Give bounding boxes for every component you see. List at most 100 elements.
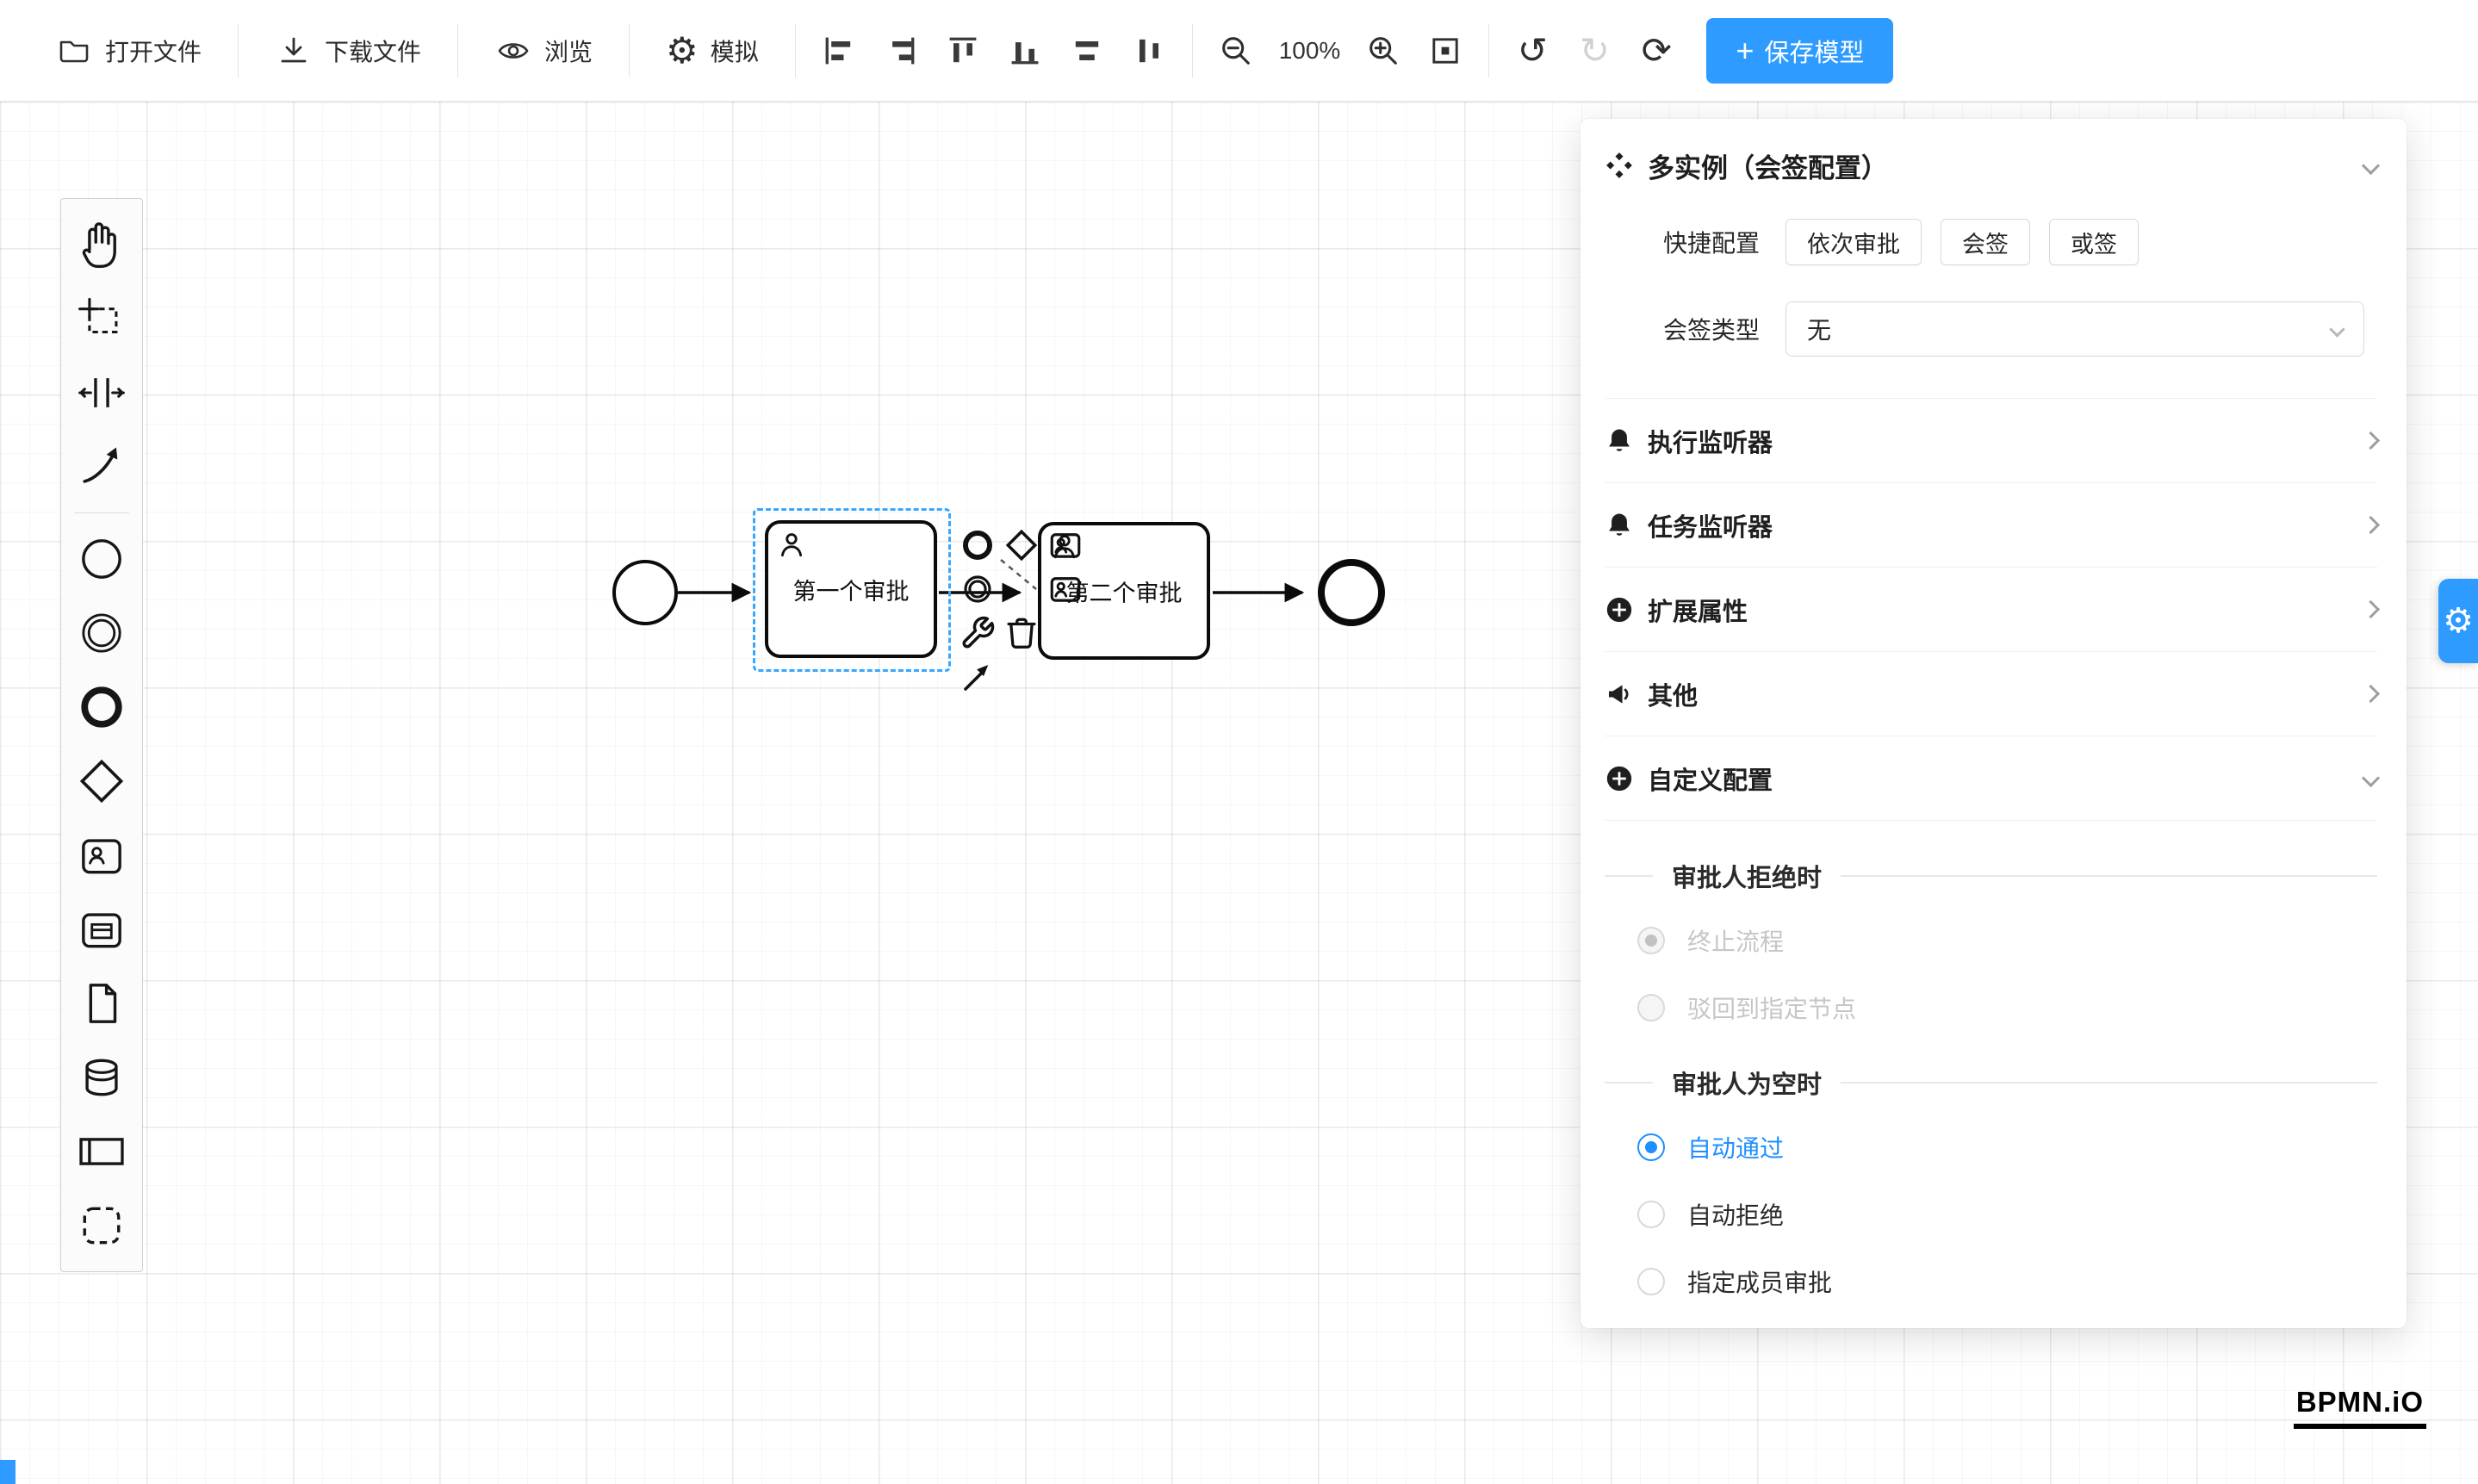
simulate-button[interactable]: ⚙ 模拟: [642, 16, 783, 85]
align-middle-vertical-button[interactable]: [1118, 16, 1180, 85]
section-extended-properties[interactable]: 扩展属性: [1605, 568, 2381, 652]
sign-type-row: 会签类型 无: [1605, 301, 2377, 357]
hand-tool[interactable]: [66, 208, 137, 282]
global-connect-tool[interactable]: [66, 430, 137, 504]
sign-type-label: 会签类型: [1662, 317, 1760, 344]
zoom-level: 100%: [1278, 36, 1341, 64]
undo-button[interactable]: ↺: [1501, 16, 1563, 85]
download-file-button[interactable]: 下载文件: [251, 16, 445, 85]
zoom-in-button[interactable]: [1352, 16, 1414, 85]
section-label: 扩展属性: [1648, 598, 1748, 626]
quick-config-label: 快捷配置: [1662, 230, 1760, 257]
save-model-label: 保存模型: [1764, 39, 1865, 67]
sign-type-select[interactable]: 无: [1786, 301, 2364, 357]
open-file-label: 打开文件: [105, 38, 202, 65]
palette-divider: [74, 512, 129, 513]
chevron-right-icon: [2361, 684, 2381, 704]
zoom-out-button[interactable]: [1205, 16, 1267, 85]
append-intermediate-event-button[interactable]: [958, 569, 997, 609]
create-subprocess-task[interactable]: [66, 892, 137, 966]
radio-row-auto-pass[interactable]: 自动通过: [1605, 1114, 2377, 1181]
refresh-button[interactable]: ⟳: [1625, 16, 1687, 85]
create-data-object[interactable]: [66, 966, 137, 1040]
download-icon: [275, 32, 313, 70]
gear-icon: ⚙: [2443, 602, 2474, 640]
radio-row-terminate-process: 终止流程: [1605, 907, 2377, 974]
divider: [1488, 23, 1490, 78]
multi-instance-icon: [1605, 151, 1634, 180]
create-data-store[interactable]: [66, 1040, 137, 1115]
quick-config-row: 快捷配置 依次审批 会签 或签: [1605, 219, 2377, 265]
align-center-horizontal-button[interactable]: [1056, 16, 1118, 85]
divider: [238, 23, 239, 78]
radio-label: 自动通过: [1687, 1135, 1785, 1162]
align-left-button[interactable]: [808, 16, 870, 85]
radio-button[interactable]: [1637, 1268, 1665, 1295]
section-label: 任务监听器: [1648, 513, 1773, 542]
space-tool[interactable]: [66, 356, 137, 430]
user-task-second-approval[interactable]: 第二个审批: [1038, 522, 1210, 660]
top-toolbar: 打开文件 下载文件 浏览 ⚙ 模拟 100% ↺ ↻ ⟳: [0, 0, 2478, 102]
redo-icon: ↻: [1579, 29, 1610, 71]
user-task-first-approval[interactable]: 第一个审批: [765, 520, 937, 658]
replace-tool-button[interactable]: [958, 613, 997, 653]
settings-side-tab[interactable]: ⚙: [2438, 579, 2478, 663]
diagram-flows: [612, 559, 1385, 626]
quick-option-sequential-button[interactable]: 依次审批: [1786, 219, 1922, 265]
divider: [1191, 23, 1193, 78]
radio-row-assign-member[interactable]: 指定成员审批: [1605, 1248, 2377, 1315]
bpmn-io-watermark[interactable]: BPMN.iO: [2293, 1386, 2426, 1429]
properties-panel: 多实例（会签配置） 快捷配置 依次审批 会签 或签 会签类型 无 执行监听器: [1581, 119, 2407, 1328]
section-custom-config[interactable]: 自定义配置: [1605, 736, 2381, 821]
radio-label: 终止流程: [1687, 928, 1785, 955]
lasso-tool[interactable]: [66, 282, 137, 356]
create-end-event[interactable]: [66, 670, 137, 744]
preview-label: 浏览: [544, 38, 593, 65]
connect-tool-button[interactable]: [958, 657, 997, 697]
align-bottom-button[interactable]: [994, 16, 1056, 85]
fit-view-button[interactable]: [1414, 16, 1476, 85]
plus-circle-icon: [1605, 595, 1634, 624]
radio-button[interactable]: [1637, 1201, 1665, 1228]
save-model-button[interactable]: + 保存模型: [1706, 17, 1894, 84]
end-event[interactable]: [1318, 559, 1385, 626]
section-other[interactable]: 其他: [1605, 652, 2381, 736]
divider: [794, 23, 796, 78]
quick-option-countersign-button[interactable]: 会签: [1941, 219, 2030, 265]
preview-button[interactable]: 浏览: [470, 16, 617, 85]
undo-icon: ↺: [1517, 29, 1548, 71]
panel-title: 多实例（会签配置）: [1648, 152, 1888, 183]
radio-button-checked[interactable]: [1637, 1133, 1665, 1161]
delete-button[interactable]: [1002, 613, 1041, 653]
create-intermediate-event[interactable]: [66, 596, 137, 670]
chevron-down-icon: [2361, 156, 2381, 175]
create-participant-pool[interactable]: [66, 1115, 137, 1189]
gear-icon: ⚙: [666, 29, 699, 71]
create-start-event[interactable]: [66, 522, 137, 596]
create-gateway[interactable]: [66, 744, 137, 818]
connect-preview-line: [1000, 559, 1037, 590]
approver-empty-group-title: 审批人为空时: [1605, 1065, 2377, 1100]
align-top-button[interactable]: [932, 16, 994, 85]
download-file-label: 下载文件: [325, 38, 422, 65]
multi-instance-section-header[interactable]: 多实例（会签配置）: [1605, 126, 2381, 205]
create-user-task[interactable]: [66, 818, 137, 892]
section-task-listener[interactable]: 任务监听器: [1605, 483, 2381, 568]
append-task-button[interactable]: [1046, 569, 1085, 609]
radio-label: 自动拒绝: [1687, 1202, 1785, 1229]
section-execution-listener[interactable]: 执行监听器: [1605, 399, 2381, 483]
chevron-right-icon: [2361, 599, 2381, 619]
append-gateway-button[interactable]: [1002, 525, 1041, 565]
align-right-button[interactable]: [870, 16, 932, 85]
append-end-event-button[interactable]: [958, 525, 997, 565]
start-event[interactable]: [612, 560, 678, 625]
redo-button[interactable]: ↻: [1563, 16, 1625, 85]
chevron-right-icon: [2361, 515, 2381, 535]
quick-option-orsign-button[interactable]: 或签: [2049, 219, 2139, 265]
append-user-task-button[interactable]: [1046, 525, 1085, 565]
create-group[interactable]: [66, 1189, 137, 1263]
divider: [457, 23, 459, 78]
radio-row-auto-reject[interactable]: 自动拒绝: [1605, 1181, 2377, 1248]
open-file-button[interactable]: 打开文件: [31, 16, 226, 85]
